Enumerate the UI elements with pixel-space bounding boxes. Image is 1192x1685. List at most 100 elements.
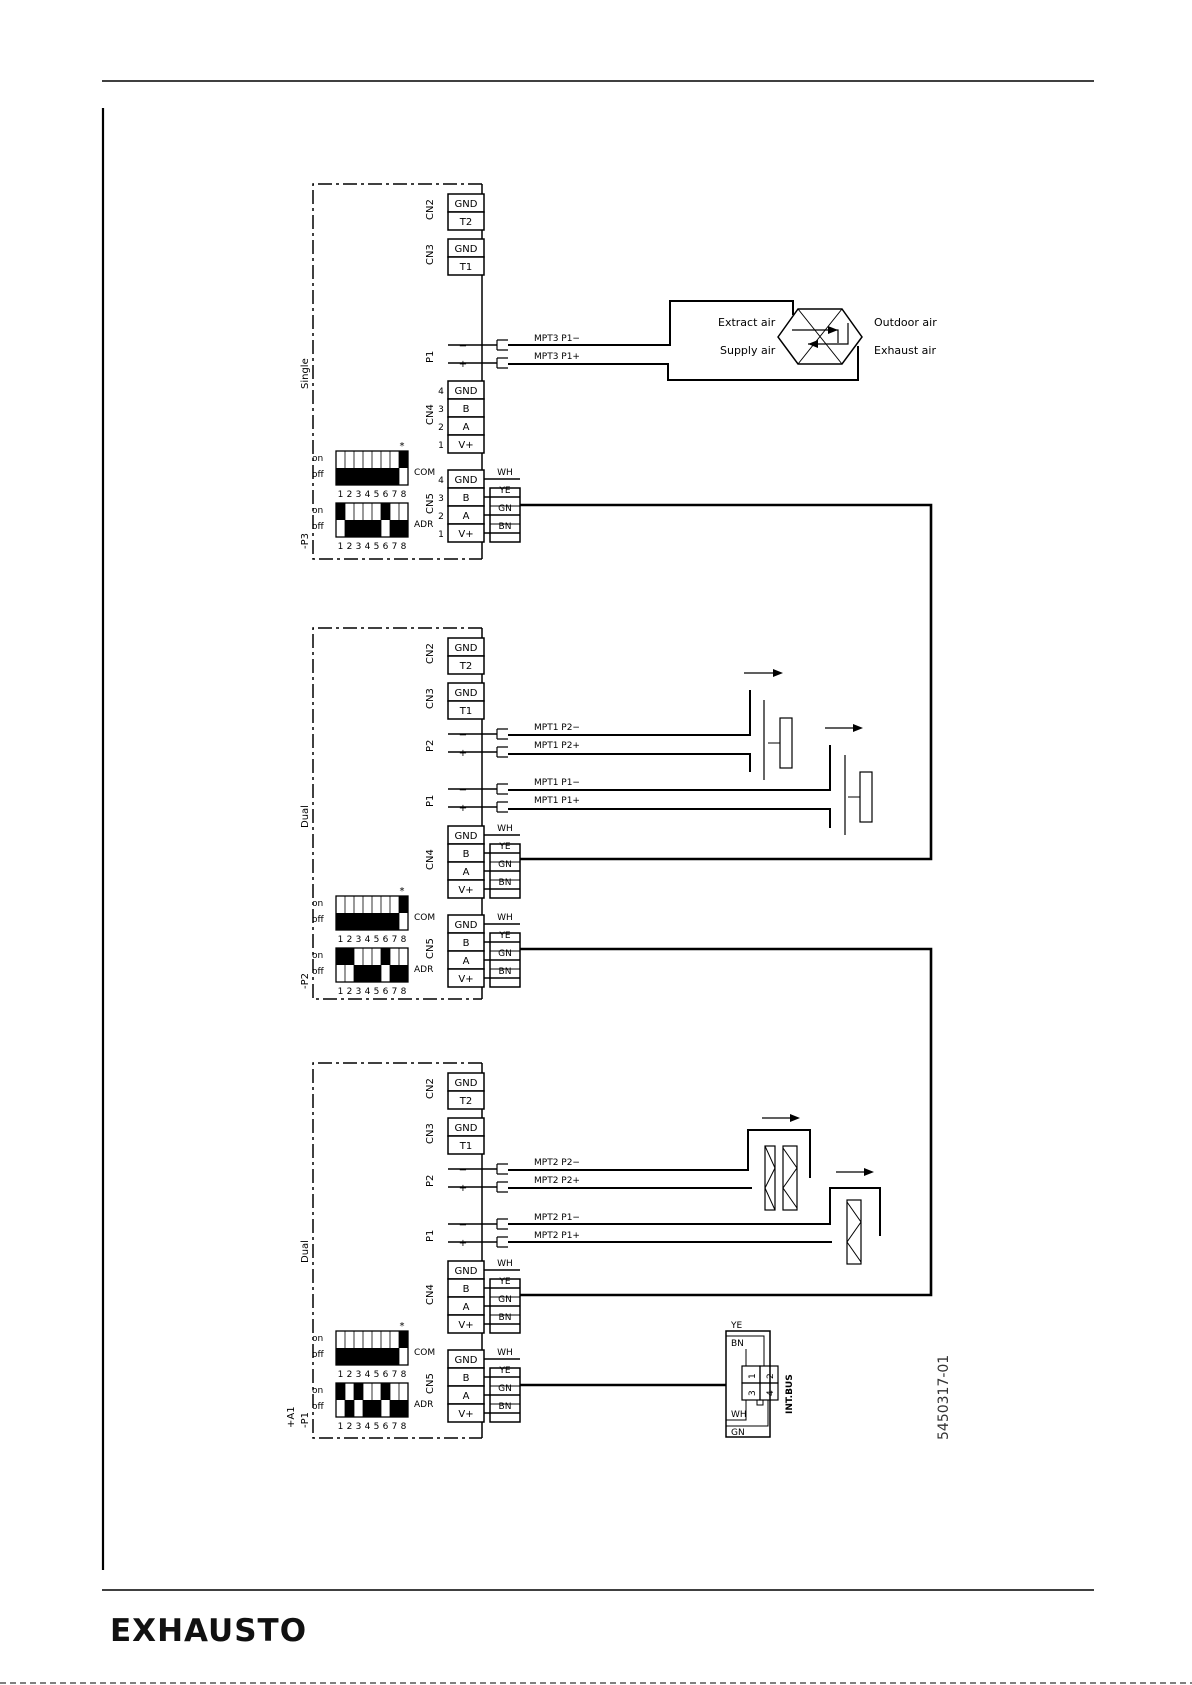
dip-adr-number: 1 xyxy=(338,987,344,997)
module-enclosure xyxy=(312,627,482,1000)
p2-terminal-icon xyxy=(496,728,508,740)
dip-com-switch xyxy=(399,896,408,913)
cn5-pin-label: B xyxy=(463,493,470,504)
dip-com-number: 6 xyxy=(383,1370,389,1380)
dip-adr-switch xyxy=(390,965,399,982)
cn4-pin-label: A xyxy=(463,1302,470,1313)
dip-com-switch xyxy=(336,468,345,485)
cn5-pin-label: B xyxy=(463,1373,470,1384)
dip-com-switch xyxy=(372,1348,381,1365)
dip-adr-switch xyxy=(381,1383,390,1400)
cn5-pin-number: 3 xyxy=(438,494,444,504)
dip-adr-switch xyxy=(390,1400,399,1417)
cn4-pin-label: GND xyxy=(455,831,478,842)
dip-com-switch xyxy=(372,468,381,485)
connector-cn3: CN3 xyxy=(425,244,436,265)
p1-terminal-icon xyxy=(496,783,508,795)
dip-adr-switch xyxy=(354,1383,363,1400)
dip-com-number: 2 xyxy=(347,490,353,500)
p1-plus: + xyxy=(459,1238,467,1249)
cn4-pin-number: 3 xyxy=(438,405,444,415)
int-bus-pin-3: 3 xyxy=(748,1390,758,1396)
dip-adr-switch xyxy=(390,520,399,537)
cn3-pin-label: GND xyxy=(455,1123,478,1134)
dip-adr-number: 3 xyxy=(356,987,362,997)
dip-adr-on-label: on xyxy=(312,506,323,516)
cn5-wire-wh: WH xyxy=(497,468,513,478)
dip-com-label: COM xyxy=(414,1348,435,1358)
dip-adr-number: 2 xyxy=(347,987,353,997)
cn3-pin-label: T1 xyxy=(459,1141,472,1152)
dip-com-switch xyxy=(381,468,390,485)
dip-adr-number: 5 xyxy=(374,987,380,997)
cn3-pin-label: GND xyxy=(455,244,478,255)
dip-adr-switch xyxy=(363,1400,372,1417)
module-id: -P1 xyxy=(300,1412,311,1428)
dip-adr-number: 3 xyxy=(356,542,362,552)
cn5-wire-gn: GN xyxy=(498,949,512,959)
dip-adr-switch xyxy=(372,965,381,982)
p1-wire-label: MPT3 P1+ xyxy=(534,352,580,362)
dip-com-label: COM xyxy=(414,468,435,478)
dip-adr-switch xyxy=(381,948,390,965)
cn5-pin-label: V+ xyxy=(458,1409,473,1420)
cn2-pin-label: T2 xyxy=(459,217,472,228)
cn3-pin xyxy=(447,256,485,276)
cn4-pin-number: 1 xyxy=(438,441,444,451)
p1-terminal-icon xyxy=(496,1236,508,1248)
dip-com-switch xyxy=(345,913,354,930)
dip-adr-number: 3 xyxy=(356,1422,362,1432)
cn5-wire-gn: GN xyxy=(498,1384,512,1394)
dip-adr-number: 6 xyxy=(383,542,389,552)
module-id: -P2 xyxy=(300,973,311,989)
int-bus-wire-ye: YE xyxy=(730,1321,742,1331)
cn5-wire-ye: YE xyxy=(498,1366,510,1376)
port-p2: P2 xyxy=(425,740,436,752)
dip-com-number: 2 xyxy=(347,1370,353,1380)
module-enclosure xyxy=(312,183,482,560)
dip-com-switch xyxy=(345,1348,354,1365)
dip-com-number: 3 xyxy=(356,935,362,945)
int-bus-wire-gn: GN xyxy=(731,1428,745,1438)
module-prefix: +A1 xyxy=(286,1406,297,1428)
dip-com-number: 5 xyxy=(374,490,380,500)
dip-adr-label: ADR xyxy=(414,965,433,975)
int-bus-pin-4: 4 xyxy=(766,1390,776,1396)
dip-adr-switch xyxy=(354,965,363,982)
damper-1b xyxy=(782,1145,798,1211)
cn4-pin-label: B xyxy=(463,404,470,415)
label-supply-air: Supply air xyxy=(720,344,776,357)
cn2-pin xyxy=(447,1090,485,1110)
dip-adr-number: 4 xyxy=(365,987,371,997)
int-bus-connector: 1 2 3 4 INT.BUS YE BN WH GN xyxy=(725,1321,795,1438)
port-p1: P1 xyxy=(425,795,436,807)
p1-minus: − xyxy=(459,341,467,352)
connector-cn3: CN3 xyxy=(425,688,436,709)
dip-com-number: 2 xyxy=(347,935,353,945)
cn4-pin-label: B xyxy=(463,849,470,860)
dip-adr-number: 1 xyxy=(338,542,344,552)
port-p1: P1 xyxy=(425,1230,436,1242)
cn2-pin-label: GND xyxy=(455,199,478,210)
cn3-pin-label: GND xyxy=(455,688,478,699)
dip-com-number: 3 xyxy=(356,1370,362,1380)
cn5-wire-bn: BN xyxy=(499,522,512,532)
dip-adr-switch xyxy=(372,1400,381,1417)
cn4-wire-bn: BN xyxy=(499,1313,512,1323)
cn5-pin-label: A xyxy=(463,1391,470,1402)
dip-com-switch xyxy=(390,913,399,930)
heat-exchanger: Extract air Supply air Outdoor air Exhau… xyxy=(508,300,937,381)
connector-cn3: CN3 xyxy=(425,1123,436,1144)
dip-com-number: 1 xyxy=(338,490,344,500)
sensor-mpt1-p2 xyxy=(779,717,793,769)
cn4-wire-ye: YE xyxy=(498,1277,510,1287)
dip-adr-switch xyxy=(363,520,372,537)
dip-com-number: 7 xyxy=(392,490,398,500)
cn5-wire-ye: YE xyxy=(498,931,510,941)
dip-com-switch xyxy=(399,451,408,468)
module-mode: Single xyxy=(300,358,311,389)
int-bus-wire-bn: BN xyxy=(731,1339,744,1349)
p1-terminal-icon xyxy=(496,357,508,369)
dip-com-switch xyxy=(354,468,363,485)
module-mode: Dual xyxy=(300,1240,311,1263)
